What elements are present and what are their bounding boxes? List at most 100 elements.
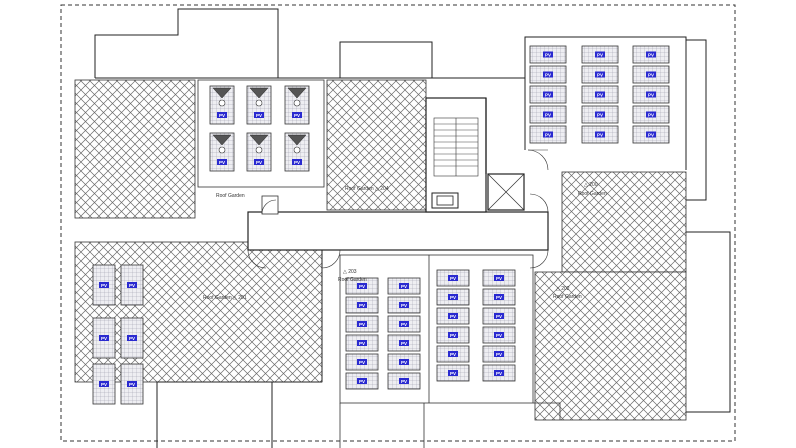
pv-panel: PV [387, 372, 421, 390]
pv-panel: PV [120, 264, 144, 306]
label-roof-garden-203-num: △ 203 [343, 269, 357, 275]
pv-panel: PV [581, 125, 619, 144]
solar-heater: PV [209, 85, 235, 125]
pv-panel: PV [632, 85, 670, 104]
pv-tag: PV [359, 379, 365, 384]
pv-tag: PV [129, 382, 135, 387]
pv-panel: PV [529, 105, 567, 124]
pv-tag: PV [545, 133, 551, 138]
pv-tag: PV [496, 314, 502, 319]
pv-tag: PV [597, 133, 603, 138]
pv-tag: PV [597, 73, 603, 78]
pv-panel: PV [529, 65, 567, 84]
pv-tag: PV [496, 333, 502, 338]
pv-panel: PV [387, 277, 421, 295]
pv-tag: PV [496, 371, 502, 376]
roof-garden-201-hatch [74, 241, 323, 383]
pv-panel: PV [482, 345, 516, 363]
pv-tag: PV [294, 160, 300, 165]
pv-panel: PV [387, 353, 421, 371]
pv-tag: PV [219, 113, 225, 118]
pv-tag: PV [450, 314, 456, 319]
pv-tag: PV [401, 284, 407, 289]
solar-heater: PV [284, 132, 310, 172]
pv-panel: PV [436, 288, 470, 306]
pv-panel: PV [581, 105, 619, 124]
pv-tag: PV [359, 322, 365, 327]
label-roof-garden-203: Roof Garden [338, 277, 367, 283]
pv-tag: PV [648, 53, 654, 58]
pv-panel: PV [92, 363, 116, 405]
pv-panel: PV [529, 125, 567, 144]
pv-panel: PV [482, 364, 516, 382]
pv-tag: PV [496, 295, 502, 300]
pv-tag: PV [359, 360, 365, 365]
label-roof-garden-200-num: △ 200 [584, 182, 598, 188]
pv-panel: PV [482, 307, 516, 325]
pv-panel: PV [581, 65, 619, 84]
corridor [247, 211, 549, 251]
pv-panel: PV [482, 326, 516, 344]
pv-panel: PV [387, 334, 421, 352]
pv-panel: PV [436, 307, 470, 325]
pv-panel: PV [436, 326, 470, 344]
roof-garden-204-hatch-right [326, 79, 427, 211]
pv-tag: PV [545, 113, 551, 118]
pv-panel: PV [387, 315, 421, 333]
pv-panel: PV [387, 296, 421, 314]
pv-tag: PV [450, 276, 456, 281]
pv-panel: PV [529, 45, 567, 64]
pv-tag: PV [450, 295, 456, 300]
pv-tag: PV [401, 360, 407, 365]
pv-panel: PV [529, 85, 567, 104]
pv-tag: PV [129, 336, 135, 341]
pv-tag: PV [597, 113, 603, 118]
pv-panels-south: PV PV PV PV PV PV PV PV PV PV PV PV PV PV PV PV PV PV PV PV… [345, 269, 516, 390]
roof-garden-202-hatch [534, 271, 687, 421]
label-roof-garden-202-num: △ 202 [556, 286, 570, 292]
pv-tag: PV [450, 352, 456, 357]
roof-garden-204-hatch-left [74, 79, 196, 219]
pv-panel: PV [120, 317, 144, 359]
pv-tag: PV [359, 284, 365, 289]
pv-tag: PV [401, 303, 407, 308]
pv-tag: PV [450, 371, 456, 376]
pv-tag: PV [294, 113, 300, 118]
pv-panel: PV [345, 334, 379, 352]
pv-tag: PV [359, 303, 365, 308]
pv-tag: PV [648, 73, 654, 78]
pv-tag: PV [359, 341, 365, 346]
pv-tag: PV [496, 352, 502, 357]
pv-panel: PV [345, 372, 379, 390]
pv-tag: PV [401, 322, 407, 327]
pv-tag: PV [597, 93, 603, 98]
pv-panel: PV [581, 45, 619, 64]
solar-heater: PV [246, 85, 272, 125]
label-roof-garden-204: Roof Garden △ 204 [345, 186, 389, 192]
landing-unit [431, 192, 459, 209]
pv-tag: PV [545, 53, 551, 58]
pv-tag: PV [401, 379, 407, 384]
label-roof-garden-202: Roof Garden [553, 294, 582, 300]
pv-panel: PV [632, 45, 670, 64]
solar-heater: PV [246, 132, 272, 172]
site-boundary [60, 4, 736, 442]
pv-panel: PV [436, 345, 470, 363]
pv-panel: PV [92, 264, 116, 306]
pv-panel: PV [632, 125, 670, 144]
pv-tag: PV [450, 333, 456, 338]
roof-garden-200-hatch [561, 171, 687, 273]
label-roof-garden-201: Roof Garden △ 201 [203, 295, 247, 301]
pv-panel: PV [436, 364, 470, 382]
pv-panel: PV [120, 363, 144, 405]
pv-tag: PV [101, 382, 107, 387]
pv-tag: PV [545, 73, 551, 78]
pv-panel: PV [92, 317, 116, 359]
pv-tag: PV [401, 341, 407, 346]
pv-tag: PV [256, 113, 262, 118]
pv-panel: PV [581, 85, 619, 104]
